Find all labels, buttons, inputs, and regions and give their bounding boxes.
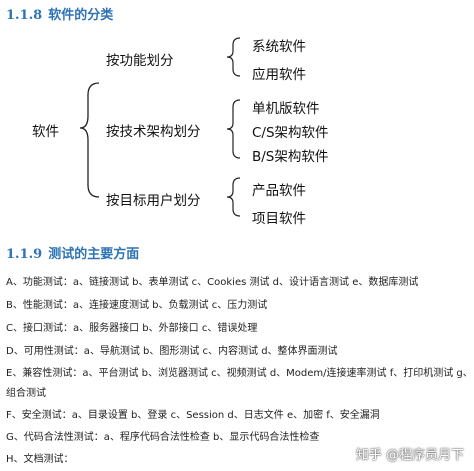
list-item-documentation: H、文档测试：	[6, 454, 74, 465]
group-label-architecture: 按技术架构划分	[106, 124, 201, 140]
list-item-performance: B、性能测试：a、连接速度测试 b、负载测试 c、压力测试	[6, 300, 268, 311]
tree-braces	[79, 37, 241, 217]
leaf-bs-software: B/S架构软件	[252, 149, 329, 165]
leaf-project-software: 项目软件	[252, 211, 306, 227]
section-title: 测试的主要方面	[48, 247, 140, 262]
tree-root: 软件	[32, 124, 59, 140]
leaf-application-software: 应用软件	[252, 67, 306, 83]
leaf-standalone-software: 单机版软件	[252, 101, 320, 117]
group-label-target-user: 按目标用户划分	[106, 193, 201, 209]
list-item-code-legality: G、代码合法性测试：a、程序代码合法性检查 b、显示代码合法性检查	[6, 432, 320, 443]
section-heading-testing-aspects: 1.1.9 测试的主要方面	[6, 243, 139, 262]
leaf-system-software: 系统软件	[252, 39, 306, 55]
watermark: 知乎 @程序员月下	[355, 448, 464, 463]
section-heading-software-classification: 1.1.8 软件的分类	[6, 4, 113, 23]
classification-tree: 软件 按功能划分 按技术架构划分 按目标用户划分 系统软件 应用软件 单机版软件…	[0, 0, 474, 232]
list-item-compatibility: E、兼容性测试：a、平台测试 b、浏览器测试 c、视频测试 d、Modem/连接…	[6, 368, 473, 379]
leaf-product-software: 产品软件	[252, 183, 306, 199]
list-item-compatibility-cont: 组合测试	[6, 388, 46, 399]
list-item-security: F、安全测试：a、目录设置 b、登录 c、Session d、日志文件 e、加密…	[6, 410, 380, 421]
list-item-usability: D、可用性测试：a、导航测试 b、图形测试 c、内容测试 d、整体界面测试	[6, 346, 338, 357]
group2-brace	[226, 99, 241, 159]
list-item-interface: C、接口测试：a、服务器接口 b、外部接口 c、错误处理	[6, 323, 258, 334]
list-item-functional: A、功能测试：a、链接测试 b、表单测试 c、Cookies 测试 d、设计语言…	[6, 277, 419, 288]
group3-brace	[226, 177, 241, 217]
group-label-function: 按功能划分	[106, 53, 174, 69]
section-number: 1.1.8	[6, 8, 43, 23]
root-brace	[79, 82, 100, 198]
section-number: 1.1.9	[6, 247, 43, 262]
group1-brace	[226, 37, 241, 77]
section-title: 软件的分类	[48, 8, 114, 23]
leaf-cs-software: C/S架构软件	[252, 125, 329, 141]
